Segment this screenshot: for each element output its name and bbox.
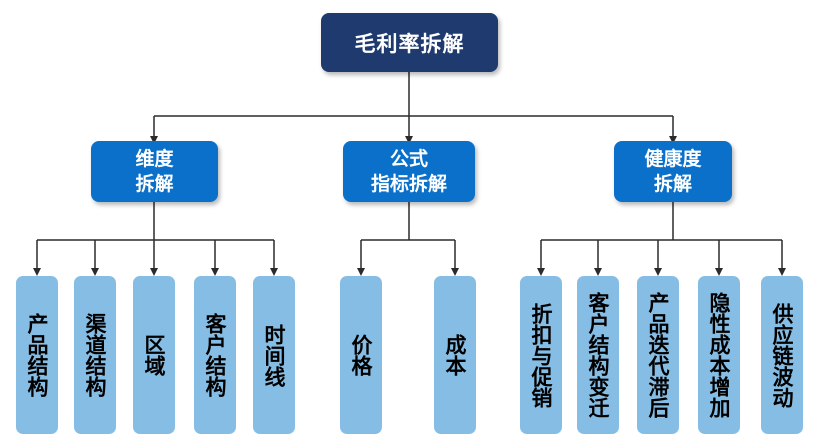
leaf-label: 产品结构 [25,313,49,397]
root-node-label: 毛利率拆解 [354,31,465,56]
branch-node-formula-label: 公式 指标拆解 [370,147,447,195]
leaf-node-discount-promotion: 折扣与促销 [520,276,562,434]
leaf-label: 成本 [443,334,467,376]
leaf-label: 价格 [349,334,373,376]
leaf-label: 区域 [142,334,166,376]
leaf-label: 渠道结构 [83,313,107,397]
leaf-node-customer-structure: 客户结构 [194,276,236,434]
branch-node-health: 健康度 拆解 [614,141,732,202]
branch-node-health-label: 健康度 拆解 [644,147,702,195]
leaf-node-channel-structure: 渠道结构 [74,276,116,434]
leaf-label: 客户结构变迁 [586,292,610,418]
branch-node-formula: 公式 指标拆解 [343,141,475,202]
leaf-label: 客户结构 [203,313,227,397]
leaf-node-region: 区域 [133,276,175,434]
leaf-label: 供应链波动 [770,302,794,408]
leaf-node-cost: 成本 [434,276,476,434]
leaf-node-supply-chain-fluctuation: 供应链波动 [761,276,803,434]
leaf-label: 折扣与促销 [529,302,553,408]
leaf-label: 隐性成本增加 [707,292,731,418]
leaf-label: 产品迭代滞后 [646,292,670,418]
leaf-label: 时间线 [262,323,286,387]
leaf-node-price: 价格 [340,276,382,434]
leaf-node-customer-structure-change: 客户结构变迁 [577,276,619,434]
branch-node-dimension-label: 维度 拆解 [135,147,174,195]
leaf-node-product-structure: 产品结构 [16,276,58,434]
leaf-node-hidden-cost-increase: 隐性成本增加 [698,276,740,434]
root-node: 毛利率拆解 [321,13,498,72]
leaf-node-timeline: 时间线 [253,276,295,434]
branch-node-dimension: 维度 拆解 [91,141,218,202]
leaf-node-product-iteration-lag: 产品迭代滞后 [637,276,679,434]
